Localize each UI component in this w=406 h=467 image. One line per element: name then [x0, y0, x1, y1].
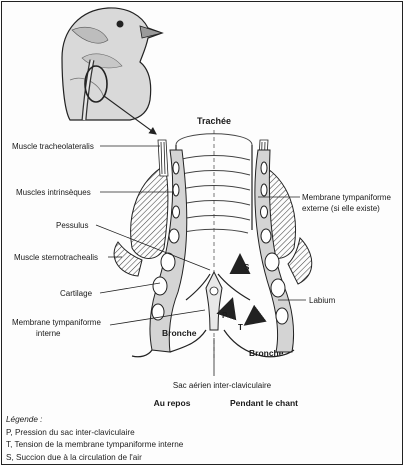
label-membrane-externe-1: Membrane tympaniforme — [302, 193, 391, 202]
sternotrachealis-left — [113, 241, 143, 277]
label-muscle-sternotrachealis: Muscle sternotrachealis — [14, 253, 98, 262]
label-membrane-interne-2: interne — [36, 329, 61, 338]
sternotrachealis-right — [287, 236, 313, 285]
legend-title: Légende : — [6, 415, 43, 424]
legend: Légende : P, Pression du sac inter-clavi… — [6, 414, 396, 464]
label-bronche-right: Bronche — [249, 348, 284, 358]
label-au-repos: Au repos — [154, 398, 191, 408]
label-membrane-interne-1: Membrane tympaniforme — [12, 318, 101, 327]
syrinx-location-circle — [84, 65, 108, 103]
label-labium: Labium — [309, 296, 336, 305]
label-pessulus: Pessulus — [56, 221, 88, 230]
label-membrane-externe-2: externe (si elle existe) — [302, 204, 380, 213]
label-bronche-left: Bronche — [162, 328, 197, 338]
label-arrow-s: S — [244, 263, 250, 272]
label-arrow-p: P — [222, 311, 228, 320]
bird-head-illustration — [61, 7, 164, 135]
cartilage-chain-left — [149, 149, 188, 353]
label-muscles-intrinseques: Muscles intrinsèques — [16, 188, 91, 197]
label-cartilage: Cartilage — [60, 289, 93, 298]
intrinsic-muscle-left — [130, 164, 169, 259]
leader-lines — [95, 145, 306, 376]
label-arrow-t: T — [238, 323, 243, 332]
legend-item-s: S, Succion due à la circulation de l'air — [6, 452, 142, 462]
label-sac-aerien: Sac aérien inter-claviculaire — [173, 381, 272, 390]
label-trachea: Trachée — [197, 116, 231, 126]
bird-eye — [116, 20, 124, 28]
legend-item-p: P, Pression du sac inter-claviculaire — [6, 427, 135, 437]
legend-item-t: T, Tension de la membrane tympaniforme i… — [6, 440, 184, 450]
arrow-p-shape — [216, 297, 237, 321]
trachea-rings — [175, 133, 253, 234]
bird-beak — [139, 25, 164, 39]
label-pendant-le-chant: Pendant le chant — [230, 398, 298, 408]
force-arrows — [216, 253, 267, 326]
label-muscle-tracheolateralis: Muscle tracheolateralis — [12, 142, 94, 151]
bronchi — [131, 273, 295, 358]
pessulus — [205, 270, 223, 331]
arrow-t-shape — [243, 304, 267, 326]
